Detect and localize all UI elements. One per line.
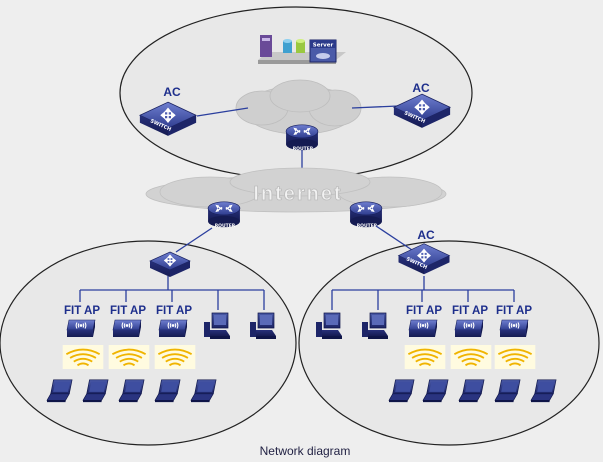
ac-label-left: AC [163,85,181,99]
wireless-signal-icon [62,345,104,369]
router-tag-right: ROUTER [357,223,378,229]
fit-ap-label: FIT AP [452,305,488,317]
right-site-links [331,225,515,310]
core-cloud-icon [235,79,362,135]
internet-label: Internet [253,183,342,205]
fit-ap-label: FIT AP [110,305,146,317]
fit-ap-label: FIT AP [156,305,192,317]
ac-label-site: AC [417,228,435,242]
fit-ap-label: FIT AP [496,305,532,317]
right-fit-ap-group: FIT AP FIT AP FIT AP [404,305,536,369]
right-site-ellipse [298,240,600,446]
router-tag-left: ROUTER [215,223,236,229]
diagram-caption: Network diagram [260,444,351,458]
ap-icon [408,319,438,338]
ac-label-right: AC [412,81,430,95]
left-site-ellipse [0,240,297,446]
ap-icon [499,319,529,338]
left-site-links [79,227,265,310]
fit-ap-label: FIT AP [64,305,100,317]
wireless-signal-icon [450,345,492,369]
wireless-signal-icon [108,345,150,369]
left-fit-ap-group: FIT AP FIT AP FIT AP [62,305,196,369]
fit-ap-label: FIT AP [406,305,442,317]
ap-icon [112,319,142,338]
ap-icon [66,319,96,338]
wireless-signal-icon [154,345,196,369]
wireless-signal-icon [404,345,446,369]
internet-cloud-icon [145,167,447,213]
ap-icon [158,319,188,338]
wireless-signal-icon [494,345,536,369]
cylinder-icons [283,39,305,53]
ap-icon [454,319,484,338]
server-label: Server [313,43,334,49]
router-tag-core: ROUTER [293,146,314,152]
server-group: Server [258,35,346,64]
